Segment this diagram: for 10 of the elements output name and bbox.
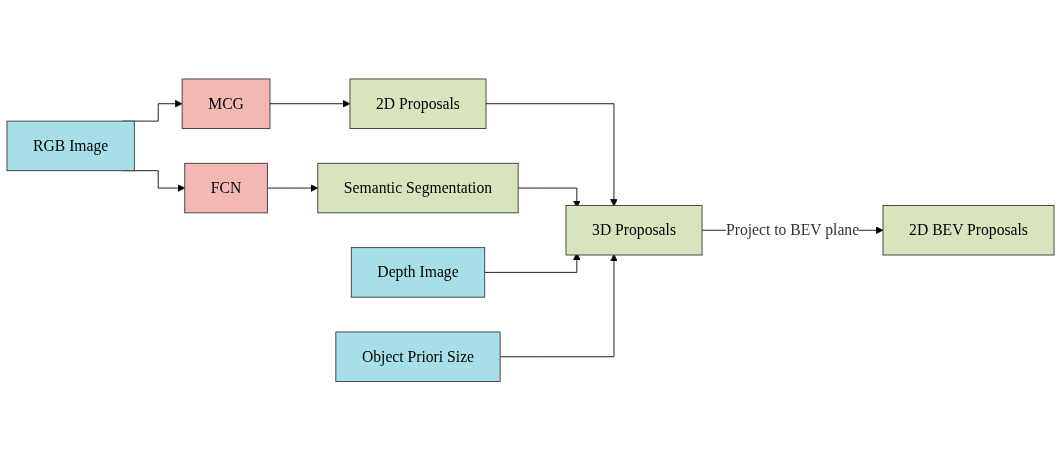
node-box: MCG [181, 78, 271, 130]
node-box: 2D BEV Proposals [882, 205, 1055, 256]
edge-label: Project to BEV plane [725, 221, 860, 239]
node-box: 2D Proposals [349, 78, 487, 130]
node-box: RGB Image [6, 120, 135, 172]
node-box: Semantic Segmentation [317, 163, 519, 214]
node-box: FCN [184, 163, 268, 214]
node-box: Object Priori Size [335, 331, 501, 383]
node-box: 3D Proposals [565, 205, 703, 256]
node-box: Depth Image [350, 247, 486, 298]
